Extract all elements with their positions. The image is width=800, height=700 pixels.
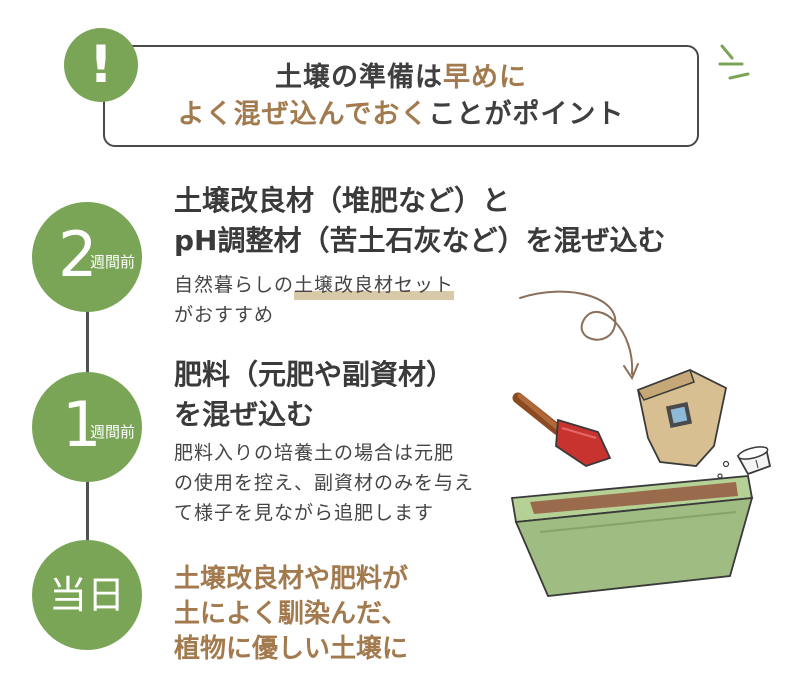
step-unit: 週間前 [90, 423, 136, 441]
step-note-line: て様子を見ながら追肥します [174, 502, 435, 524]
headline-text-normal: 土壌の準備は [275, 62, 443, 93]
headline-line-2: よく混ぜ込んでおくことがポイント [103, 92, 699, 131]
step-title-line: を混ぜ込む [174, 398, 315, 431]
trowel-icon [512, 392, 612, 467]
sparkle-icon [718, 44, 750, 80]
planter-icon [510, 475, 754, 597]
step-number: 1 [62, 388, 102, 461]
step-circle-1-week: 1 週間前 [32, 372, 142, 482]
today-text-line: 植物に優しい土壌に [174, 634, 409, 664]
step-circle-2-weeks: 2 週間前 [32, 202, 142, 312]
step-label-today: 当日 [48, 573, 125, 617]
soil-bag-icon [636, 369, 728, 467]
curved-arrow-icon [519, 290, 639, 381]
step-note-line: がおすすめ [174, 304, 275, 326]
headline-line-1: 土壌の準備は早めに [103, 55, 699, 94]
headline-text-accent: 早めに [443, 62, 527, 93]
exclamation-icon: ! [64, 28, 138, 102]
step-note-line: 肥料入りの培養土の場合は元肥 [174, 442, 455, 464]
headline-box [103, 45, 699, 147]
headline-text-normal: ことがポイント [428, 99, 625, 130]
step-circle-today: 当日 [32, 540, 142, 650]
today-text-line: 土によく馴染んだ、 [174, 599, 408, 629]
step-unit: 週間前 [90, 253, 136, 271]
step-title-line: 肥料（元肥や副資材） [174, 358, 455, 391]
step-title-line: 土壌改良材（堆肥など）と [174, 184, 511, 217]
product-link[interactable]: 土壌改良材セット [294, 270, 455, 300]
step-title-line: pH調整材（苦土石灰など）を混ぜ込む [174, 224, 666, 257]
headline-text-accent: よく混ぜ込んでおく [177, 99, 429, 130]
step-note-line: の使用を控え、副資材のみを与え [174, 472, 475, 494]
gardening-illustration [510, 290, 772, 597]
note-text: 自然暮らしの [174, 274, 295, 296]
step-number: 2 [58, 218, 98, 291]
today-text-line: 土壌改良材や肥料が [174, 564, 409, 594]
step-note-line: 自然暮らしの土壌改良材セット [174, 270, 455, 300]
